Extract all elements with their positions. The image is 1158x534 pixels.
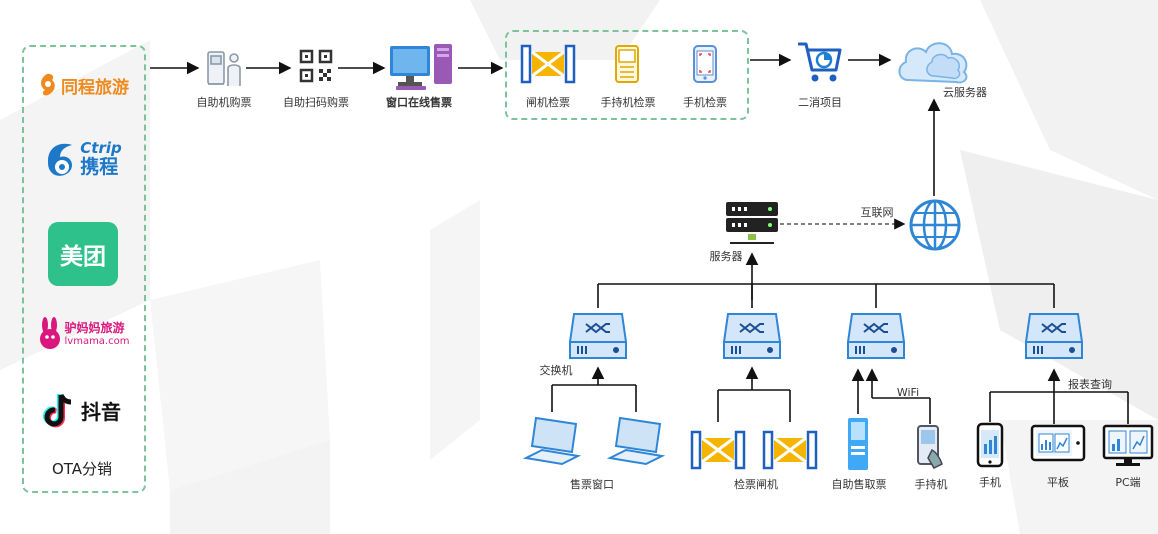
secondary-label: 二消项目 [798,96,842,109]
tongcheng-icon [41,73,55,96]
donkey-icon [39,317,60,349]
internet-label: 互联网 [860,206,894,219]
gate-icon-1 [690,430,746,470]
ctrip-sub: Ctrip [80,139,122,157]
dolphin-icon [48,143,73,176]
ctrip-name: 携程 [80,156,119,178]
handheld-icon [917,425,943,469]
shopping-cart-icon [798,42,842,82]
ctrip-logo: Ctrip 携程 [28,134,138,184]
report-label: 报表查询 [1068,378,1112,391]
gate-check-icon [520,44,576,84]
pc-monitor-icon [1102,424,1154,466]
wifi-label: WiFi [896,386,920,399]
pc-label: PC端 [1115,476,1141,489]
switch-label: 交换机 [539,364,573,377]
self-kiosk-label: 自助机购票 [196,96,252,109]
tongcheng-name: 同程旅游 [61,77,129,98]
phone-check-label: 手机检票 [683,96,727,109]
ota-title: OTA分销 [51,460,113,478]
phone-icon [976,422,1004,468]
switch-icon-3 [847,313,905,359]
douyin-logo: 抖音 [32,386,132,434]
meituan-logo: 美团 [48,222,118,286]
globe-icon [909,199,961,251]
self-kiosk-icon [207,51,241,86]
cloud-server-icon [898,42,968,84]
cloud-label: 云服务器 [943,86,987,99]
gate-label: 检票闸机 [734,478,778,491]
tongcheng-logo: 同程旅游 [26,68,140,102]
douyin-note-icon [43,393,72,428]
self-terminal-icon [848,418,868,470]
meituan-name: 美团 [60,244,106,270]
scan-buy-label: 自助扫码购票 [283,96,349,109]
switch-icon-4 [1025,313,1083,359]
tablet-label: 平板 [1047,476,1069,489]
douyin-name: 抖音 [81,399,121,424]
phone-label: 手机 [979,476,1001,489]
lvmama-logo: 驴妈妈旅游 lvmama.com [26,312,140,356]
server-icon [726,202,778,244]
gate-icon-2 [762,430,818,470]
qr-code-icon [299,49,333,83]
tablet-icon [1030,424,1086,462]
phone-check-icon [693,45,717,83]
lvmama-sub: lvmama.com [64,335,130,347]
window-online-label: 窗口在线售票 [386,96,452,109]
switch-icon-1 [569,313,627,359]
self-terminal-label: 自助售取票 [831,478,887,491]
ticket-pc-icon-2 [606,416,666,466]
ota-box [22,45,146,493]
handheld-check-icon [615,45,639,83]
ticket-pc-icon-1 [522,416,582,466]
ticket-window-label: 售票窗口 [570,478,614,491]
lvmama-name: 驴妈妈旅游 [64,320,125,335]
check-box [505,30,749,120]
handheld-label: 手持机 [914,478,948,491]
window-pc-icon [390,44,452,90]
gate-check-label: 闸机检票 [526,96,570,109]
switch-icon-2 [723,313,781,359]
server-label: 服务器 [709,250,743,263]
handheld-check-label: 手持机检票 [600,96,656,109]
